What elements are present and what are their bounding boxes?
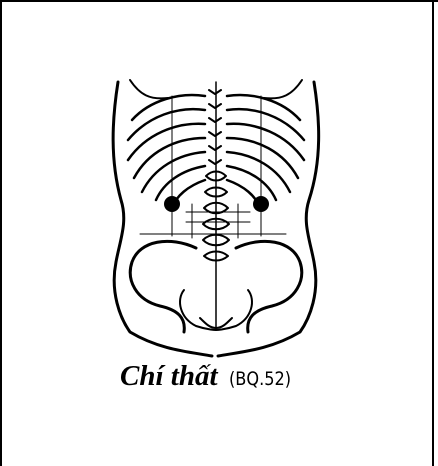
scapula-left: [130, 80, 168, 98]
ribs-left: [128, 95, 205, 208]
ribs-right: [227, 95, 304, 208]
acupoint-name: Chí thất: [120, 360, 218, 392]
figure-caption: Chí thất (BQ.52): [120, 360, 360, 404]
acupoint-marker-right: [253, 196, 269, 212]
spine: [203, 82, 229, 330]
acupoint-marker-left: [164, 196, 180, 212]
acupoint-code: (BQ.52): [229, 368, 291, 390]
scapula-right: [264, 80, 302, 98]
